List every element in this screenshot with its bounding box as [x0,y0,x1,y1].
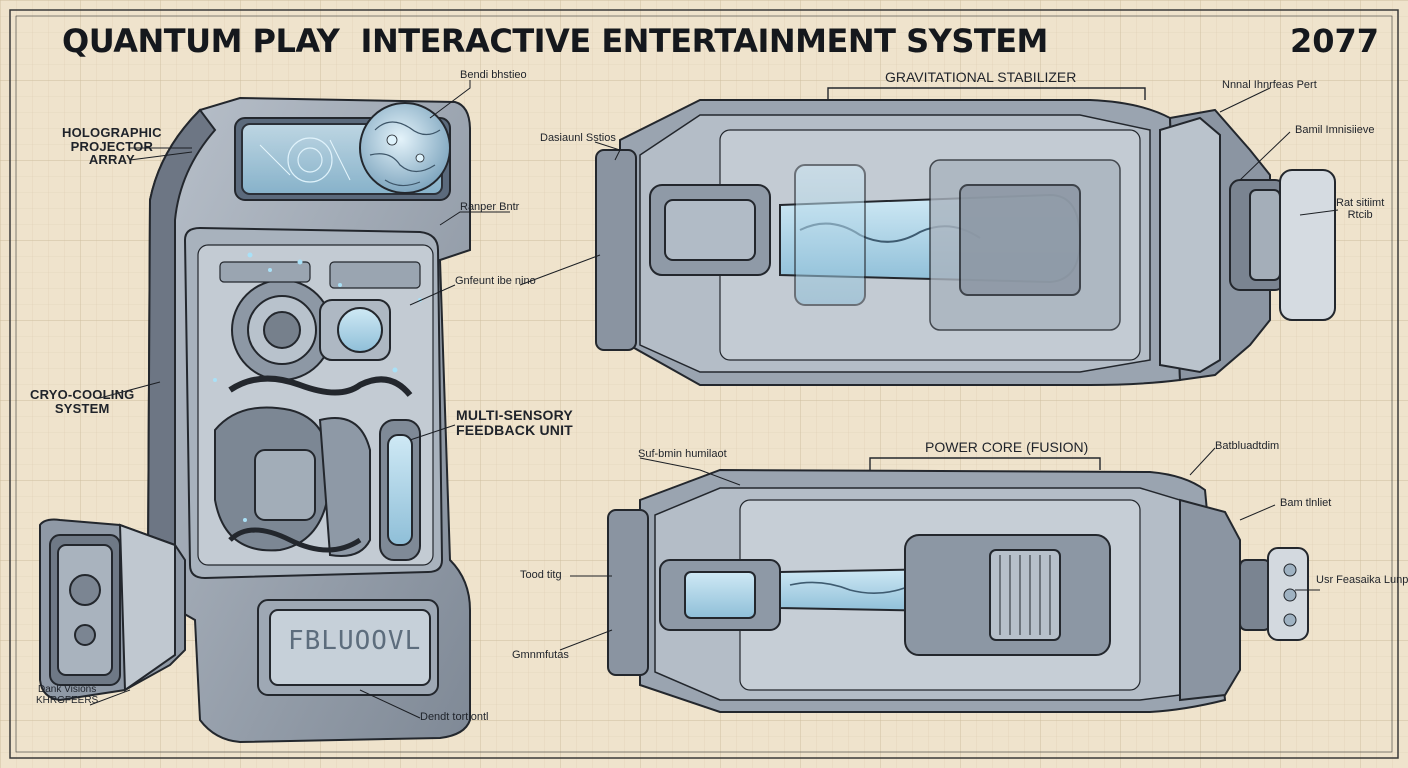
label-holographic-projector: HOLOGRAPHIC PROJECTOR ARRAY [62,125,162,168]
label-bottom-right-callout-3: Usr Feasaika Lunp [1316,574,1408,586]
label-bottom-callout: Dendt tortiontl [420,711,489,723]
label-bottom-left-callout-3: Gmnmfutas [512,649,569,661]
label-top-right-callout-3: Rat sitiimt Rtcib [1336,197,1385,221]
leader-lines [89,80,1339,719]
label-cryo-cooling: CRYO-COOLING SYSTEM [30,387,135,416]
label-bottom-right-callout-1: Batbluadtdim [1215,440,1280,452]
label-top-right-callout-2: Bamil Imnisiieve [1295,124,1375,136]
cabinet-screen-text: FBLUOOVL [288,626,422,656]
glow-particles [213,252,422,522]
title-power-core: POWER CORE (FUSION) [925,439,1089,455]
label-bottom-left-callout-2: Tood titg [520,569,562,581]
label-top-left-callout: Dasiaunl Sstios [540,132,616,144]
title-gravitational-stabilizer: GRAVITATIONAL STABILIZER [885,69,1077,85]
label-bottom-left: Dank Visions KHRGFEERS [36,684,99,706]
diagram-title: QUANTUM PLAY INTERACTIVE ENTERTAINMENT S… [62,22,1048,60]
diagram-year: 2077 [1290,22,1380,60]
gravitational-stabilizer-assembly [595,99,1336,386]
label-bottom-left-callout-1: Suf-bmin humilaot [638,448,727,460]
label-mid-callout-1: Ranper Bntr [460,201,520,213]
label-feedback-unit: MULTI-SENSORY FEEDBACK UNIT [456,407,573,438]
label-mid-callout-2: Gnfeunt ibe nino [455,275,536,287]
label-bottom-right-callout-2: Bam tlnliet [1280,497,1332,509]
power-core-assembly [607,468,1309,713]
holographic-orb [359,102,451,194]
label-top-callout: Bendi bhstieo [460,69,527,81]
label-top-right-callout-1: Nnnal Ihnrfeas Pert [1222,79,1317,91]
